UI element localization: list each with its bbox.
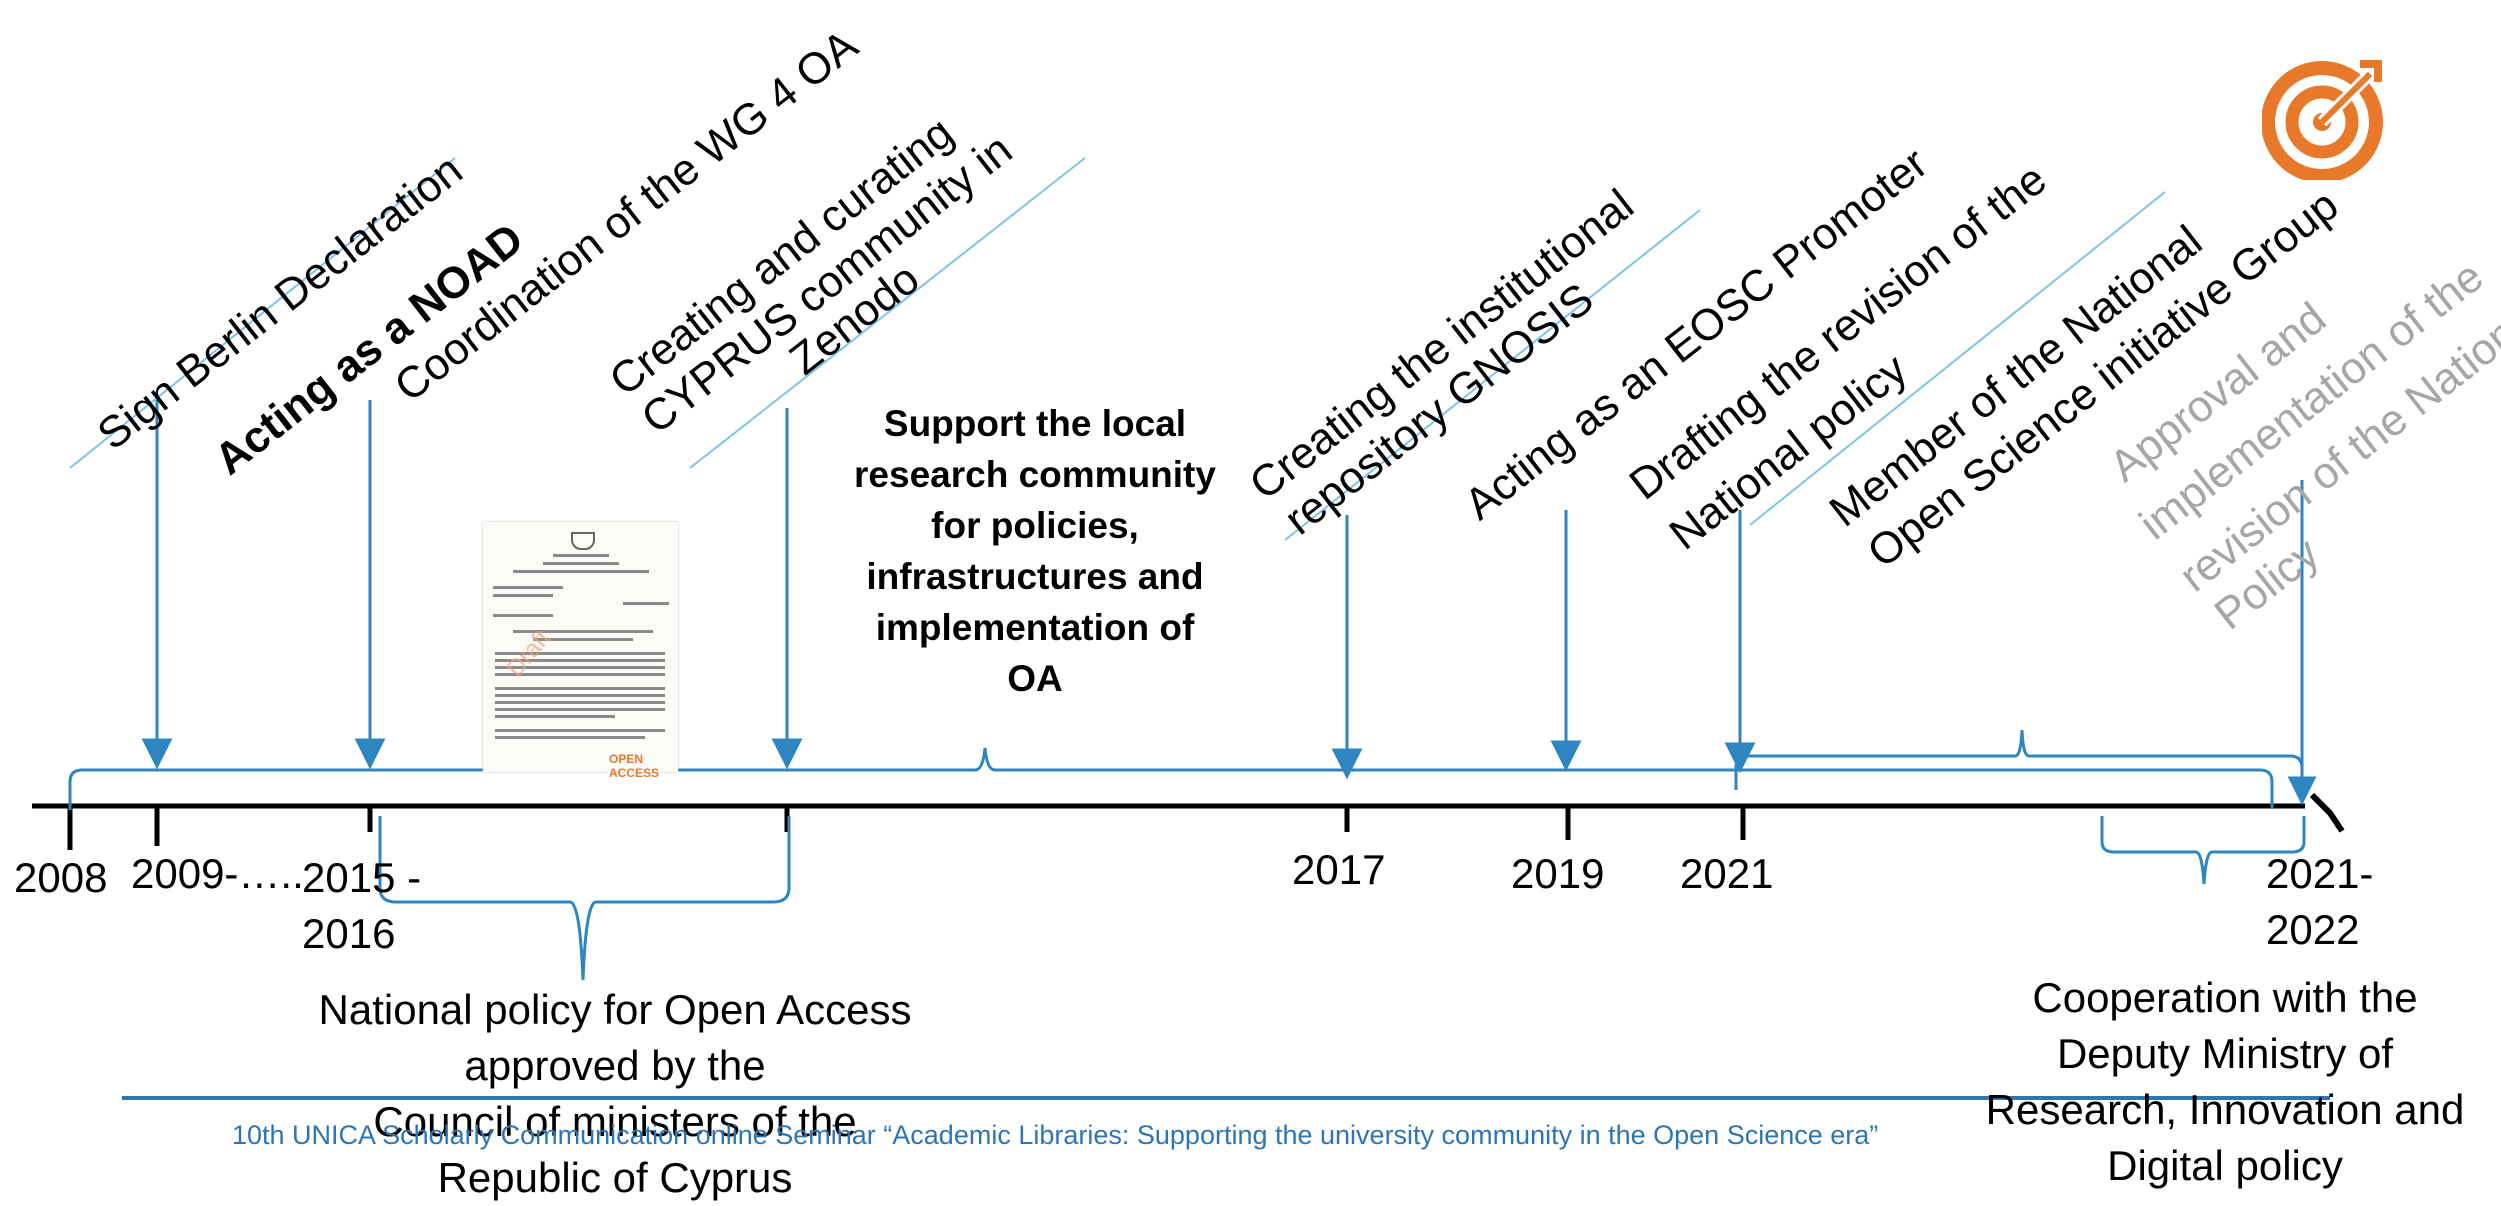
support-line-5: implementation of	[875, 607, 1195, 648]
cooperation-note-line-2: Deputy Ministry of	[2056, 1030, 2394, 1077]
osi-brace	[1734, 729, 2304, 790]
year-2015-line-2: 2016	[302, 910, 396, 957]
cooperation-note-line-3: Research, Innovation and	[1985, 1086, 2465, 1133]
support-line-6: OA	[1007, 658, 1063, 699]
axis-arrowhead	[2309, 792, 2345, 833]
policy-document-thumbnail: Draft OPEN ACCESS	[483, 522, 678, 780]
policy-note-line-1: National policy for Open Access	[318, 986, 912, 1033]
support-line-4: infrastructures and	[866, 556, 1204, 597]
support-line-1: Support the local	[883, 403, 1187, 444]
year-2021: 2021	[1680, 850, 1774, 897]
axis-ticks	[67, 806, 1746, 850]
cooperation-note-line-4: Digital policy	[2107, 1142, 2343, 1189]
cooperation-brace	[2100, 816, 2306, 885]
cooperation-note-line-1: Cooperation with the	[2032, 974, 2418, 1021]
footer-text: 10th UNICA Scholarly Communication onlin…	[232, 1120, 1879, 1150]
policy-note-line-3: Council of ministers of the	[373, 1098, 857, 1145]
year-2021-2022-line-1: 2021-	[2266, 850, 2374, 897]
support-line-2: research community	[854, 454, 1216, 495]
target-arrow-icon	[2262, 60, 2383, 180]
policy-approved-note: National policy for Open Access approved…	[265, 982, 965, 1206]
cooperation-note: Cooperation with the Deputy Ministry of …	[1960, 970, 2490, 1194]
diagonal-separators	[69, 157, 2166, 541]
year-2017: 2017	[1292, 846, 1386, 893]
policy-note-line-4: Republic of Cyprus	[437, 1154, 793, 1201]
year-2015-2016: 2015 - 2016	[302, 850, 421, 962]
crest-icon	[571, 532, 595, 550]
open-access-badge: OPEN ACCESS	[609, 752, 660, 780]
support-line-3: for policies,	[931, 505, 1139, 546]
year-2019: 2019	[1511, 850, 1605, 897]
policy-brace	[378, 816, 791, 981]
year-2008: 2008	[14, 854, 108, 901]
year-2021-2022: 2021- 2022	[2266, 846, 2373, 958]
support-text: Support the local research community for…	[845, 398, 1225, 704]
policy-note-line-2: approved by the	[464, 1042, 766, 1089]
year-2015-line-1: 2015 -	[302, 854, 422, 901]
support-brace	[68, 747, 2274, 810]
year-2009: 2009-…..	[131, 850, 304, 897]
year-2021-2022-line-2: 2022	[2266, 906, 2360, 953]
